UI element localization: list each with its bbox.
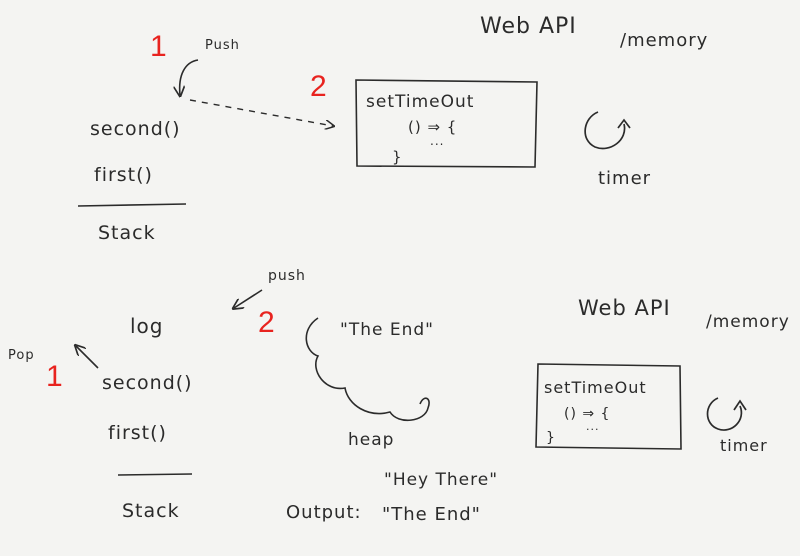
- bottom-stack-item-log: log: [130, 314, 164, 338]
- output-line1: "Hey There": [384, 470, 499, 490]
- bottom-pop-arrow: [76, 346, 99, 369]
- bottom-push-arrow: [234, 289, 263, 308]
- heap-cloud: [305, 317, 430, 421]
- bottom-stack-item-first: first(): [108, 422, 167, 444]
- top-stack-item-second: second(): [90, 118, 181, 140]
- bottom-step-2: 2: [258, 306, 275, 339]
- bottom-webapi-box: [535, 363, 682, 450]
- bottom-box-line4: }: [546, 430, 556, 446]
- bottom-box-line2: () ⇒ {: [564, 406, 611, 422]
- top-webapi-sub: /memory: [620, 30, 709, 51]
- bottom-step-1: 1: [46, 360, 63, 393]
- top-box-line4: }: [392, 148, 403, 166]
- bottom-timer-icon: [706, 397, 743, 431]
- top-stack-baseline: [77, 203, 187, 207]
- output-label: Output:: [286, 502, 362, 523]
- bottom-box-line1: setTimeOut: [544, 378, 647, 397]
- bottom-stack-baseline: [117, 473, 193, 476]
- heap-value: "The End": [340, 320, 434, 340]
- bottom-stack-label: Stack: [122, 500, 180, 522]
- top-stack-label: Stack: [98, 222, 156, 244]
- top-step-1: 1: [150, 30, 167, 63]
- top-dashed-arrow: [189, 99, 333, 126]
- top-push-arrow: [180, 59, 199, 95]
- top-webapi-title: Web API: [480, 14, 577, 39]
- bottom-webapi-sub: /memory: [706, 312, 790, 332]
- output-line2: "The End": [382, 504, 481, 525]
- top-stack-item-first: first(): [94, 164, 153, 186]
- bottom-stack-item-second: second(): [102, 372, 193, 394]
- bottom-timer-label: timer: [720, 436, 768, 455]
- heap-label: heap: [348, 430, 395, 450]
- top-first-underline: [90, 196, 180, 198]
- top-timer-icon: [584, 111, 626, 150]
- bottom-webapi-title: Web API: [578, 296, 671, 320]
- bottom-push-label: push: [268, 268, 306, 284]
- top-box-line3: ...: [430, 134, 445, 148]
- top-webapi-box: [355, 79, 538, 168]
- top-box-line1: setTimeOut: [366, 92, 475, 112]
- top-step-2: 2: [310, 70, 327, 103]
- top-push-label: Push: [205, 38, 240, 53]
- bottom-box-line3: ...: [586, 420, 600, 433]
- bottom-pop-label: Pop: [8, 348, 35, 363]
- top-box-line2: () ⇒ {: [408, 118, 458, 136]
- top-timer-label: timer: [598, 168, 652, 189]
